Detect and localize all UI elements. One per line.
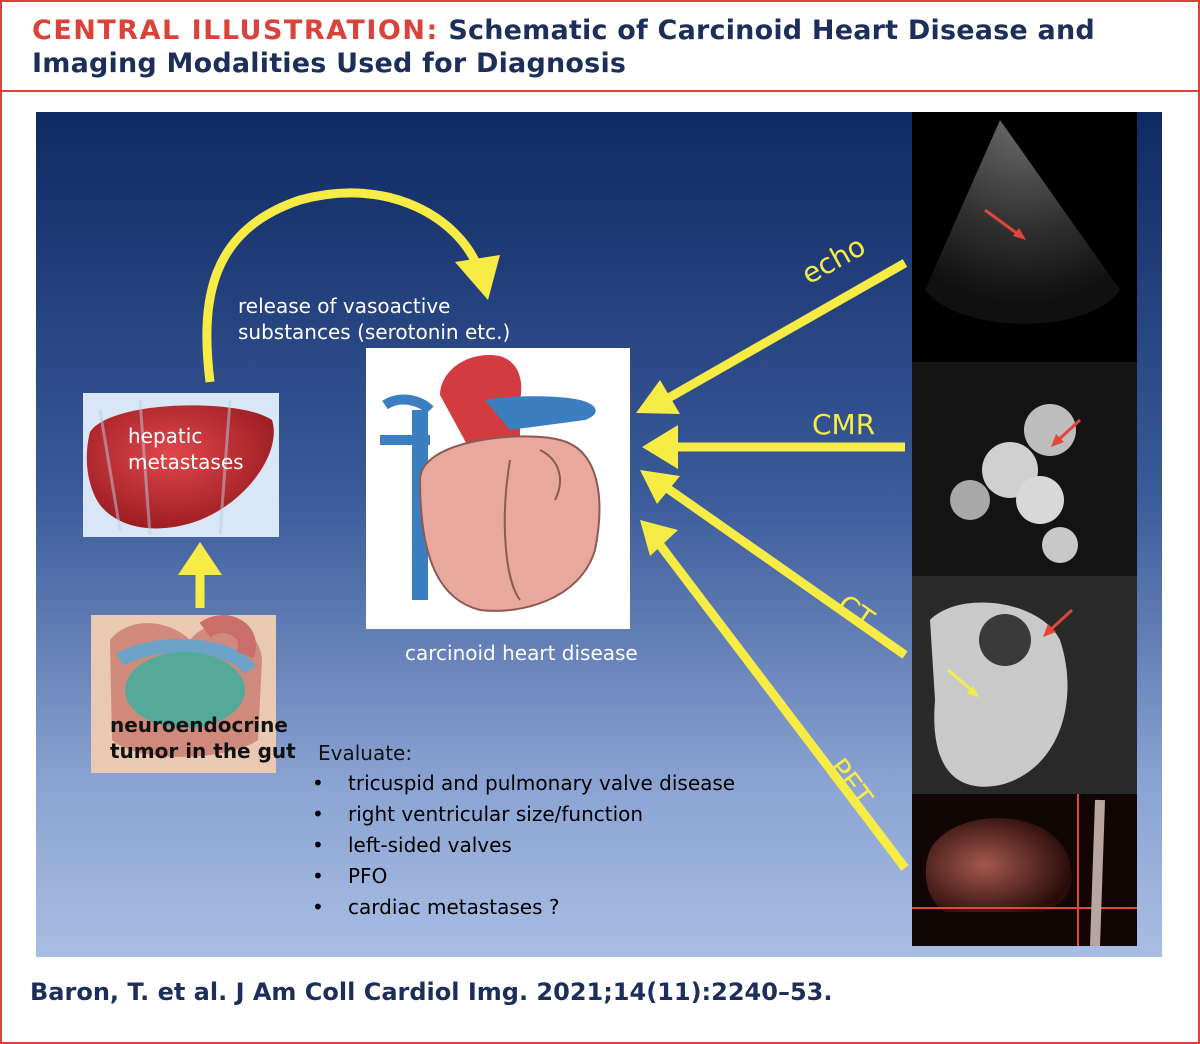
- echo-arrow: [662, 259, 908, 404]
- evaluate-title: Evaluate:: [318, 741, 413, 765]
- evaluate-item: cardiac metastases ?: [312, 892, 735, 923]
- evaluate-item: left-sided valves: [312, 830, 735, 861]
- release-text-line2: substances (serotonin etc.): [238, 320, 511, 344]
- echo-image: [912, 112, 1137, 362]
- heart-caption: carcinoid heart disease: [405, 641, 638, 665]
- evaluate-item: PFO: [312, 861, 735, 892]
- ct-image: [912, 576, 1137, 794]
- gut-label-line2: tumor in the gut: [110, 739, 296, 763]
- evaluate-item: right ventricular size/function: [312, 799, 735, 830]
- flow-arrows: [195, 188, 909, 871]
- arrowheads: [178, 255, 680, 575]
- evaluate-list: tricuspid and pulmonary valve disease ri…: [312, 768, 735, 923]
- pet-image: [912, 794, 1137, 947]
- pet-arrow: [656, 542, 909, 871]
- title-rest: Schematic of Carcinoid Heart Disease and…: [32, 15, 1095, 79]
- figure-title: CENTRAL ILLUSTRATION: Schematic of Carci…: [32, 14, 1172, 80]
- header: CENTRAL ILLUSTRATION: Schematic of Carci…: [2, 2, 1198, 92]
- liver-label-line2: metastases: [128, 450, 244, 474]
- citation: Baron, T. et al. J Am Coll Cardiol Img. …: [30, 978, 833, 1006]
- release-arrow: [202, 188, 483, 383]
- gut-label-line1: neuroendocrine: [110, 713, 288, 737]
- gut-image: [91, 615, 276, 773]
- heart-image: [366, 348, 630, 629]
- evaluate-item: tricuspid and pulmonary valve disease: [312, 768, 735, 799]
- ct-arrow: [664, 484, 908, 659]
- cmr-image: [912, 362, 1137, 576]
- cmr-label: CMR: [812, 408, 876, 441]
- release-text-line1: release of vasoactive: [238, 294, 451, 318]
- title-lead: CENTRAL ILLUSTRATION:: [32, 15, 439, 46]
- liver-image: [83, 393, 279, 537]
- liver-label-line1: hepatic: [128, 424, 203, 448]
